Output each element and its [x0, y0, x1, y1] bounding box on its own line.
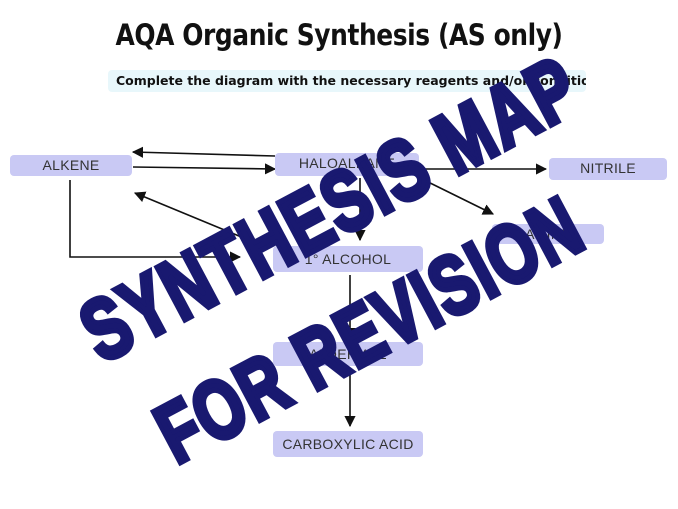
- arrow-alkene-to-alcohol: [69, 180, 242, 263]
- box-primary-alcohol: 1° ALCOHOL: [273, 246, 423, 272]
- box-carboxylic-acid: CARBOXYLIC ACID: [273, 431, 423, 457]
- box-aldehyde: ALDEHYDE: [273, 342, 423, 366]
- arrow-haloalkane-to-alkene: [131, 146, 276, 158]
- box-alkene: ALKENE: [10, 155, 132, 176]
- arrow-haloalkane-to-amine: [419, 177, 495, 215]
- instruction-banner: Complete the diagram with the necessary …: [108, 70, 586, 92]
- arrow-alcohol-to-haloalkane: [133, 191, 269, 249]
- page-title: AQA Organic Synthesis (AS only): [115, 18, 563, 52]
- arrow-alkene-to-haloalkane: [132, 163, 277, 175]
- box-nitrile: NITRILE: [549, 158, 667, 180]
- box-haloalkane: HALOALKANE: [275, 153, 419, 176]
- box-amine: AMINE: [492, 224, 604, 244]
